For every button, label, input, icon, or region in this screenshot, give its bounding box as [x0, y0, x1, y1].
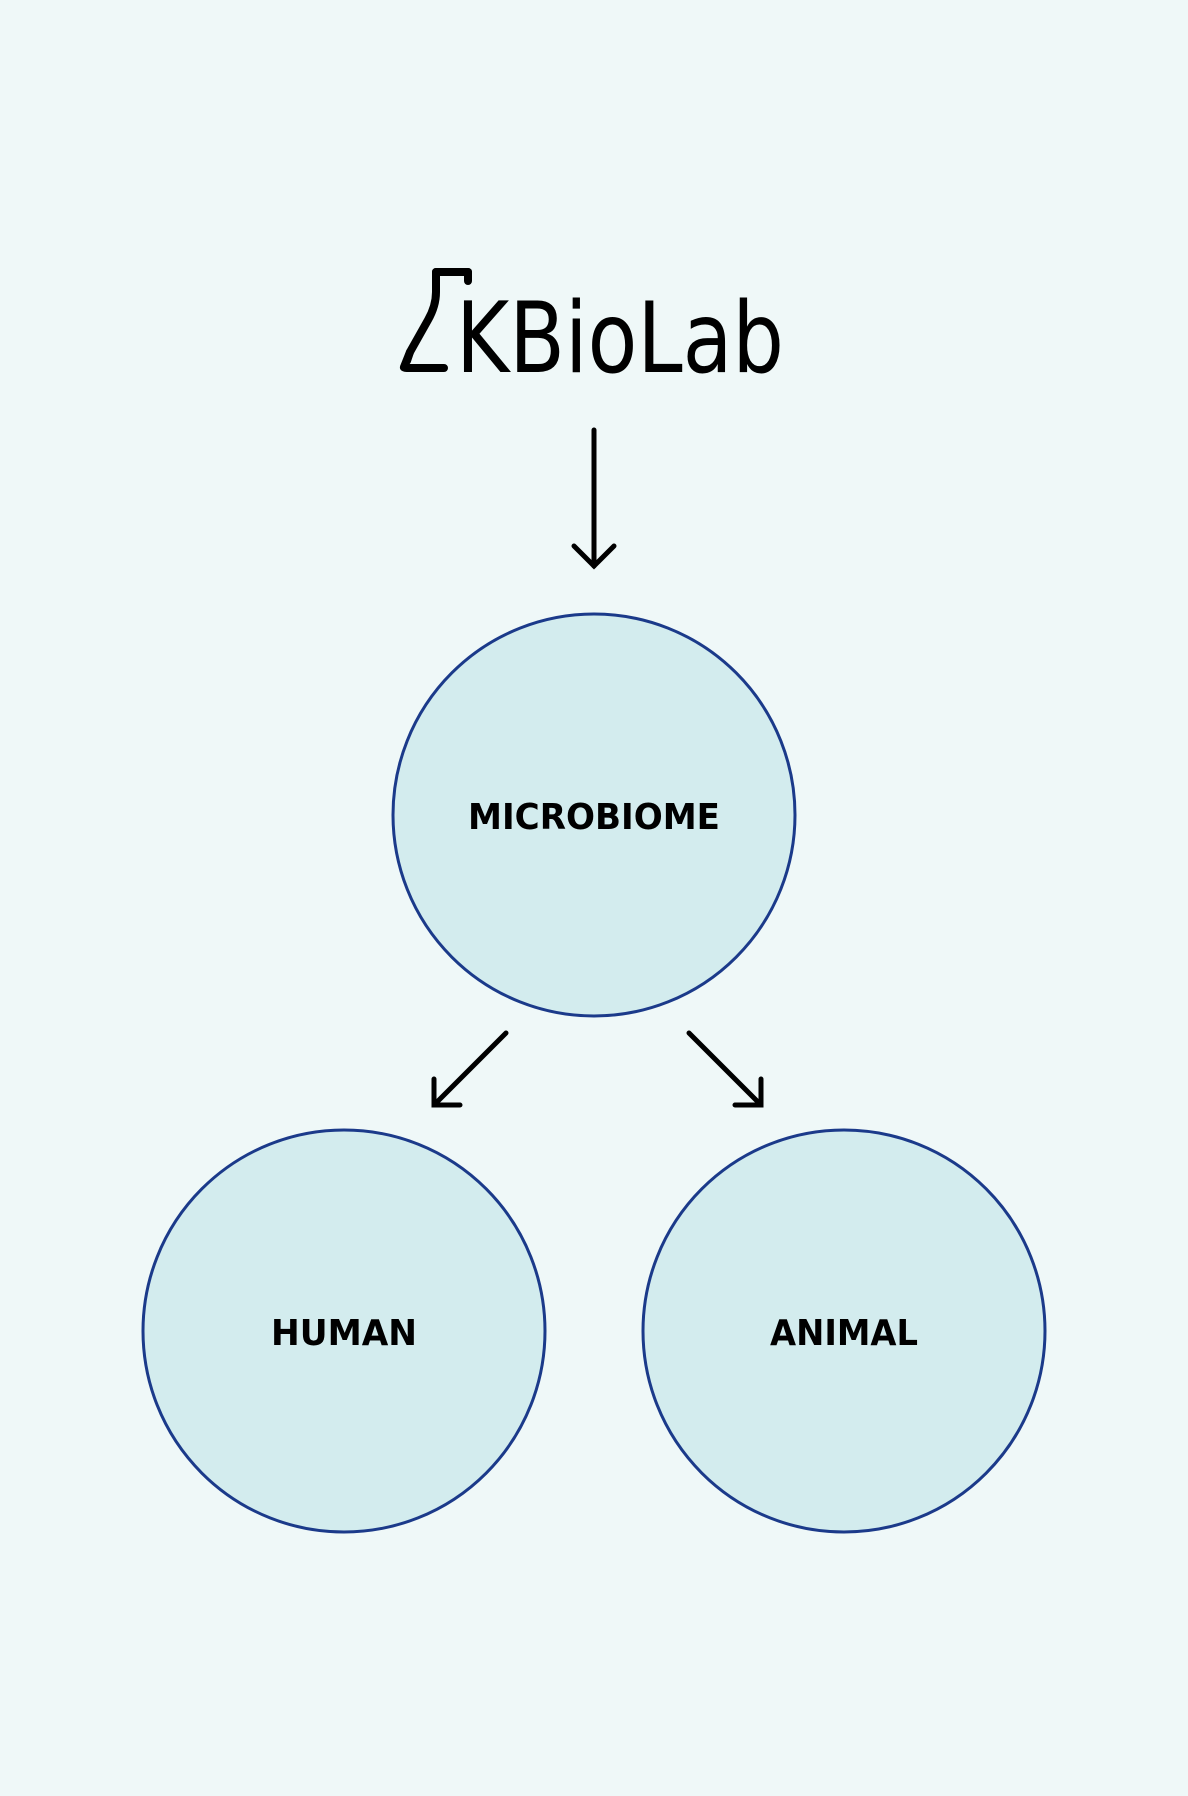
node-human: HUMAN [141, 1128, 547, 1534]
flask-icon [399, 268, 472, 372]
node-microbiome: MICROBIOME [391, 612, 797, 1018]
arrow-down-left-icon [431, 1030, 509, 1108]
node-human-circle [141, 1128, 547, 1534]
node-human-label: HUMAN [271, 1313, 417, 1354]
node-microbiome-label: MICROBIOME [468, 797, 720, 838]
arrow-down-right-icon [686, 1030, 764, 1108]
node-animal-circle [641, 1128, 1047, 1534]
node-animal: ANIMAL [641, 1128, 1047, 1534]
node-microbiome-circle [391, 612, 797, 1018]
node-animal-label: ANIMAL [770, 1313, 918, 1354]
logo: KBioLab [399, 268, 784, 396]
logo-text: KBioLab [456, 282, 784, 396]
arrow-down-icon [571, 427, 617, 570]
